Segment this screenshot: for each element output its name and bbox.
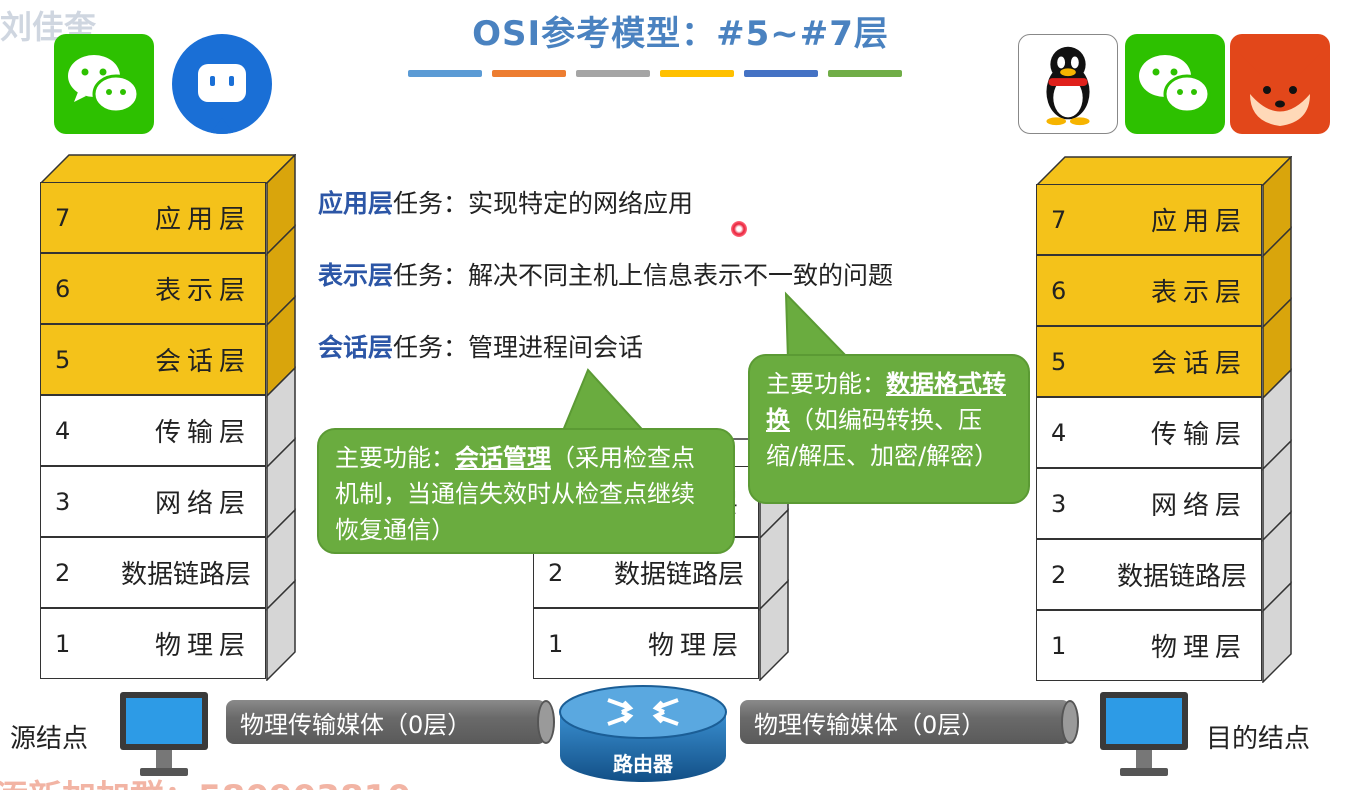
title-stripe: [492, 70, 566, 77]
layer-number: 4: [41, 417, 93, 445]
chat-bubble-icon: [172, 34, 272, 134]
layer-name: 物理层: [586, 625, 758, 662]
layer-name: 网络层: [93, 483, 265, 520]
qq-penguin-icon: [1018, 34, 1118, 134]
stack-side-face: [266, 154, 296, 681]
layer-number: 5: [41, 346, 93, 374]
layer-name: 数据链路层: [586, 554, 758, 591]
layer-number: 3: [41, 488, 93, 516]
layer-number: 7: [1037, 206, 1089, 234]
source-computer-icon: [118, 690, 210, 780]
title-stripe: [576, 70, 650, 77]
source-node-label: 源结点: [10, 718, 88, 755]
layer-number: 2: [1037, 561, 1089, 589]
layer-name: 传输层: [93, 412, 265, 449]
title-stripe: [744, 70, 818, 77]
app-layer-task: 应用层任务：实现特定的网络应用: [318, 184, 693, 220]
router-label: 路由器: [558, 748, 728, 777]
layer-number: 1: [534, 630, 586, 658]
session-layer-task: 会话层任务：管理进程间会话: [318, 328, 643, 364]
wechat-icon-right: [1125, 34, 1225, 134]
stack-top-face: [40, 154, 296, 184]
watermark-bottom: 添新加加群：580903810: [0, 770, 411, 790]
layer-name: 数据链路层: [1089, 556, 1261, 593]
layer-number: 3: [1037, 490, 1089, 518]
title-stripes: [408, 70, 902, 77]
stack-top-face: [1036, 156, 1292, 186]
title-stripe: [828, 70, 902, 77]
title-stripe: [660, 70, 734, 77]
layer-name: 网络层: [1089, 485, 1261, 522]
layer-name: 会话层: [93, 341, 265, 378]
layer-number: 1: [41, 630, 93, 658]
session-function-bubble: 主要功能：会话管理（采用检查点机制，当通信失效时从检查点继续恢复通信）: [317, 428, 735, 554]
presentation-bubble-tail: [770, 290, 890, 360]
stack-side-face: [1262, 156, 1292, 683]
presentation-layer-task: 表示层任务：解决不同主机上信息表示不一致的问题: [318, 256, 893, 292]
layer-name: 表示层: [93, 270, 265, 307]
title-stripe: [408, 70, 482, 77]
fox-icon: [1230, 34, 1330, 134]
layer-name: 会话层: [1089, 343, 1261, 380]
layer-number: 1: [1037, 632, 1089, 660]
layer-name: 物理层: [1089, 627, 1261, 664]
presentation-function-bubble: 主要功能：数据格式转换（如编码转换、压缩/解压、加密/解密）: [748, 354, 1030, 504]
layer-number: 2: [41, 559, 93, 587]
laser-pointer: [731, 221, 747, 237]
medium-pipe-right: 物理传输媒体（0层）: [740, 700, 1070, 744]
layer-name: 表示层: [1089, 272, 1261, 309]
layer-name: 物理层: [93, 625, 265, 662]
layer-number: 7: [41, 204, 93, 232]
layer-name: 应用层: [1089, 201, 1261, 238]
dest-computer-icon: [1098, 690, 1190, 780]
layer-number: 6: [41, 275, 93, 303]
layer-name: 传输层: [1089, 414, 1261, 451]
medium-pipe-left: 物理传输媒体（0层）: [226, 700, 546, 744]
layer-number: 4: [1037, 419, 1089, 447]
dest-node-label: 目的结点: [1206, 718, 1310, 755]
layer-number: 2: [534, 559, 586, 587]
layer-name: 数据链路层: [93, 554, 265, 591]
layer-number: 6: [1037, 277, 1089, 305]
layer-name: 应用层: [93, 199, 265, 236]
layer-number: 5: [1037, 348, 1089, 376]
wechat-icon: [54, 34, 154, 134]
